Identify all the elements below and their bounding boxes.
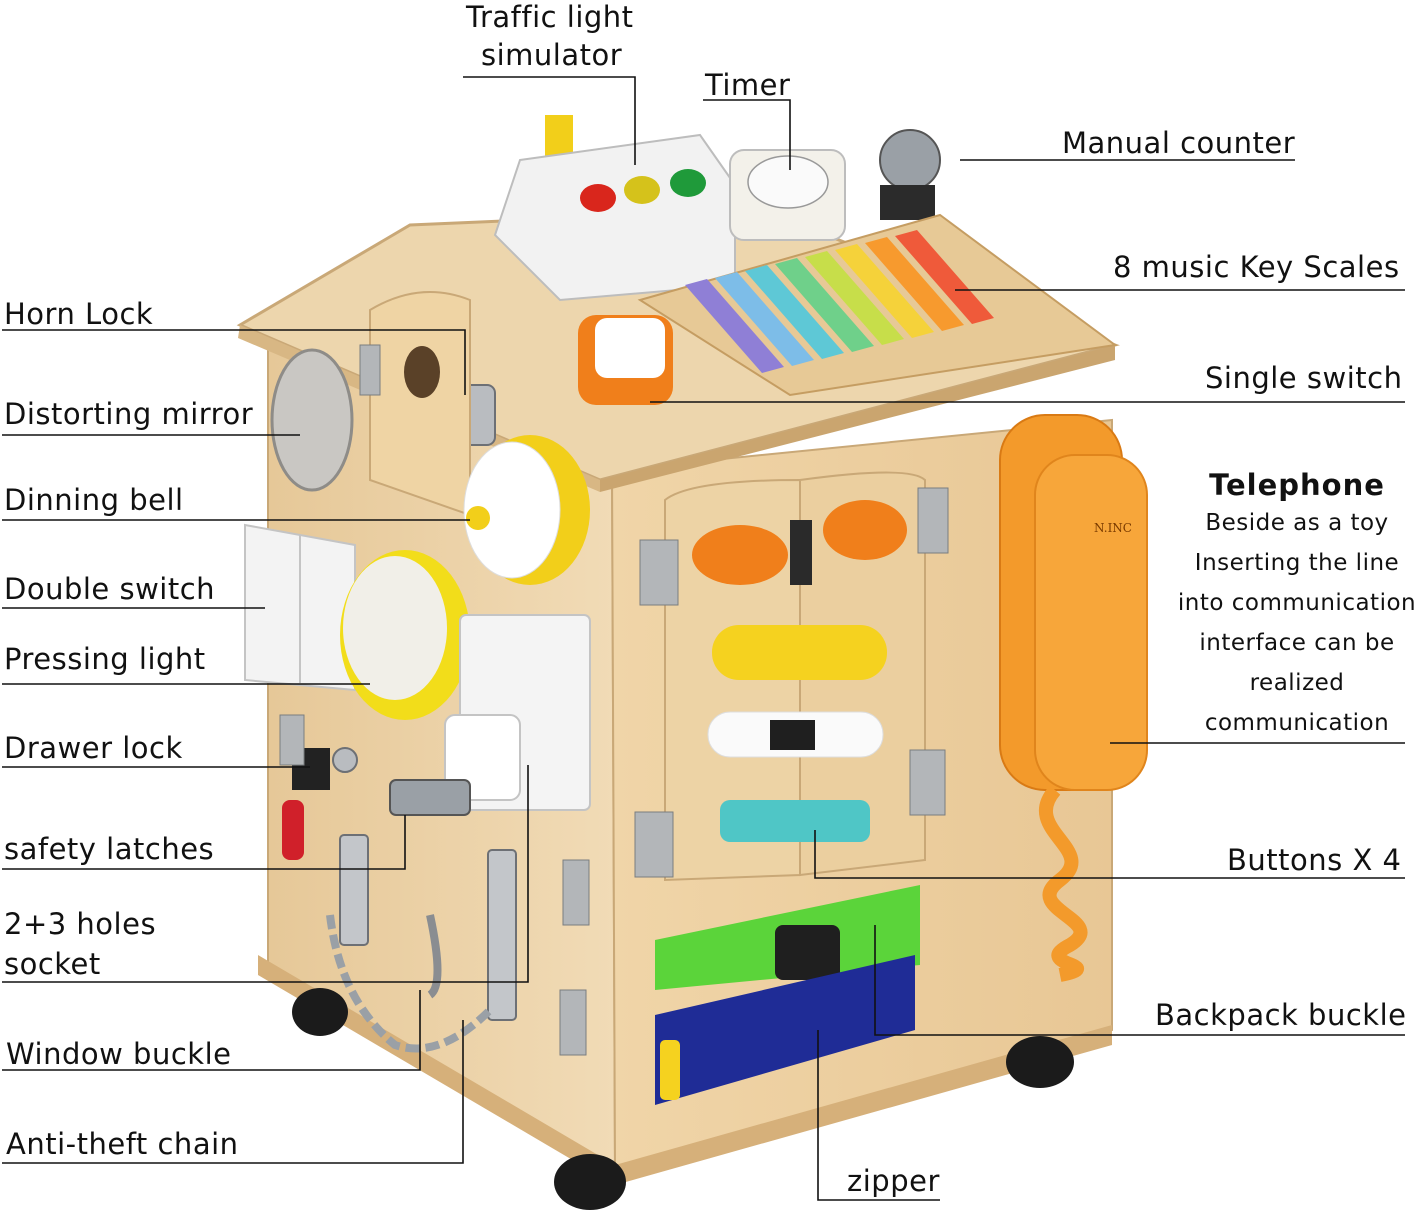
traffic-light-icon	[493, 115, 736, 302]
backpack-buckle-label: Backpack buckle	[1155, 998, 1407, 1032]
socket-label-line1: 2+3 holes	[4, 907, 157, 941]
horn-lock-label: Horn Lock	[4, 297, 154, 331]
button-clasps-icon	[692, 500, 907, 842]
zipper-label: zipper	[847, 1164, 940, 1198]
dinning-bell-label: Dinning bell	[4, 483, 184, 517]
distorting-mirror-icon	[270, 348, 354, 492]
base	[258, 955, 1112, 1185]
safety-latch-icon	[339, 779, 517, 1021]
traffic-light-label-line1: Traffic light	[466, 0, 634, 34]
xylophone-bar	[685, 279, 784, 373]
manual-counter-icon	[879, 129, 941, 220]
manual-counter-label: Manual counter	[1062, 126, 1296, 160]
socket-label-line2: socket	[4, 947, 101, 981]
wheel-icons	[292, 988, 1074, 1210]
traffic-light-label-line2: simulator	[481, 38, 623, 72]
anti-theft-chain-label: Anti-theft chain	[6, 1127, 239, 1161]
xylophone-bar	[865, 237, 964, 331]
safety-latches-label: safety latches	[4, 832, 215, 866]
telephone-desc-line: realized	[1249, 670, 1345, 696]
telephone-desc-line: interface can be	[1199, 630, 1395, 656]
telephone-brand: N.INC	[1094, 521, 1132, 535]
double-switch-label: Double switch	[4, 572, 216, 606]
pressing-light-label: Pressing light	[4, 642, 206, 676]
timer-label: Timer	[705, 68, 791, 102]
leader-lines	[2, 76, 1405, 1201]
telephone-desc-line: communication	[1204, 710, 1390, 736]
pressing-light-icon	[340, 550, 470, 720]
xylophone-bar	[715, 272, 814, 366]
distorting-mirror-label: Distorting mirror	[4, 397, 254, 431]
socket-icon	[444, 614, 591, 811]
hinge-icons	[279, 344, 949, 1056]
xylophone-icon	[637, 213, 1118, 397]
telephone-icon: N.INC	[999, 414, 1148, 982]
double-switch-icon	[244, 523, 356, 692]
xylophone-bar	[835, 244, 934, 338]
dinning-bell-icon	[463, 435, 590, 585]
backpack-buckle-icon	[655, 885, 920, 990]
telephone-desc-line: Beside as a toy	[1205, 510, 1389, 536]
xylophone-bar	[895, 230, 994, 324]
music-keys-label: 8 music Key Scales	[1113, 250, 1400, 284]
telephone-title: Telephone	[1209, 468, 1385, 502]
window-buckle-label: Window buckle	[6, 1037, 232, 1071]
telephone-desc-line: Inserting the line	[1194, 550, 1400, 576]
timer-icon	[729, 149, 846, 241]
xylophone-bar	[745, 265, 844, 359]
telephone-desc-line: into communication	[1177, 590, 1417, 616]
telephone-annotation: Telephone Beside as a toy Inserting the …	[1172, 467, 1417, 743]
xylophone-bar	[805, 251, 904, 345]
buttons-label: Buttons X 4	[1227, 843, 1402, 877]
anti-theft-chain-icon	[326, 914, 493, 1053]
single-switch-label: Single switch	[1205, 361, 1403, 395]
single-switch-icon	[578, 315, 673, 405]
drawer-lock-label: Drawer lock	[4, 731, 183, 765]
xylophone-bar	[775, 258, 874, 352]
window-panel	[369, 291, 471, 517]
zipper-icon	[655, 955, 915, 1105]
